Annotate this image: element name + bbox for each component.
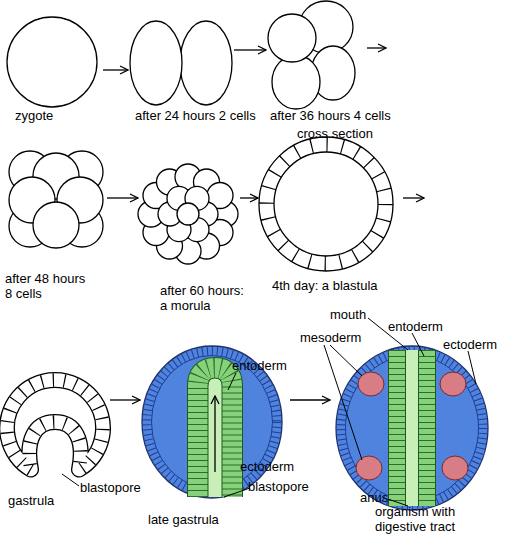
stage-node: after 60 hours: a morula [138,163,240,266]
stage-arrow [234,49,266,50]
stage-node: zygote [5,15,103,110]
stage-caption: after 36 hours 4 cells [270,108,420,123]
part-label: blastopore [248,479,309,494]
mesoderm-pouch [442,456,468,480]
leader-line [224,488,250,497]
archenteron [208,378,222,497]
cell-divisions [7,380,103,470]
blastomere [130,21,182,105]
blastomere [33,202,79,248]
view-label: cross section [297,126,373,141]
stage-caption: after 24 hours 2 cells [135,108,275,123]
leader-line [412,333,424,356]
blastomere [177,203,199,225]
cell-layer-outline [7,380,103,470]
leader-line [62,474,79,486]
part-label: entoderm [388,319,443,334]
stage-node: after 48 hours 8 cells [5,150,107,250]
row-arrow [403,197,424,198]
mesoderm-pouch [356,456,382,480]
flow-arrow [214,396,215,472]
entoderm-layer [198,368,232,497]
part-label: blastopore [80,480,141,495]
stage-caption: after 60 hours: a morula [160,283,248,313]
part-label: mouth [330,307,366,322]
gut-wall [397,350,427,506]
leader-line [324,345,362,460]
blastomere [272,55,320,109]
stage-arrow [110,399,140,400]
ectoderm-cells [341,351,483,505]
stage-node: 4th day: a blastula [258,136,394,272]
leader-line [468,351,476,384]
stage-caption: 4th day: a blastula [272,278,422,293]
stage-node: gastrula [0,362,110,490]
stage-arrow [290,399,330,400]
stage-arrow [240,197,258,198]
stage-arrow [103,69,128,70]
ectoderm-body [336,346,488,510]
blastula-outer-wall [259,137,393,271]
part-label: mesoderm [300,330,361,345]
row-arrow [367,47,386,48]
gut-wall-cells [397,350,427,506]
stage-caption: zygote [15,108,95,123]
morula-cells [138,164,238,264]
blastomere [180,21,232,105]
cell-layer [7,380,103,470]
stage-caption: late gastrula [148,512,258,527]
gastrula-sheet [7,380,103,470]
gut-wall-outline [397,350,427,506]
stage-node: after 24 hours 2 cells [128,18,234,110]
mesoderm-pouch [440,372,466,396]
gut-channel [405,350,419,506]
leader-line [228,373,236,390]
stage-node: after 36 hours 4 cells [266,0,358,110]
part-label: ectoderm [443,337,497,352]
stage-arrow [107,197,138,198]
blastula-inner-wall [274,152,378,256]
stage-node: organism with digestive tract [330,345,490,510]
stage-caption: organism with digestive tract [375,504,480,534]
part-label: anus [360,490,388,505]
cell-divisions [267,145,386,264]
part-label: entoderm [232,358,287,373]
leader-line [330,345,362,376]
entoderm-outline [198,368,232,497]
zygote-cell [7,17,97,107]
stage-caption: after 48 hours 8 cells [5,271,90,301]
blastomere [268,14,316,62]
stage-caption: gastrula [8,493,88,508]
entoderm-cells [198,368,232,497]
part-label: ectoderm [240,459,294,474]
